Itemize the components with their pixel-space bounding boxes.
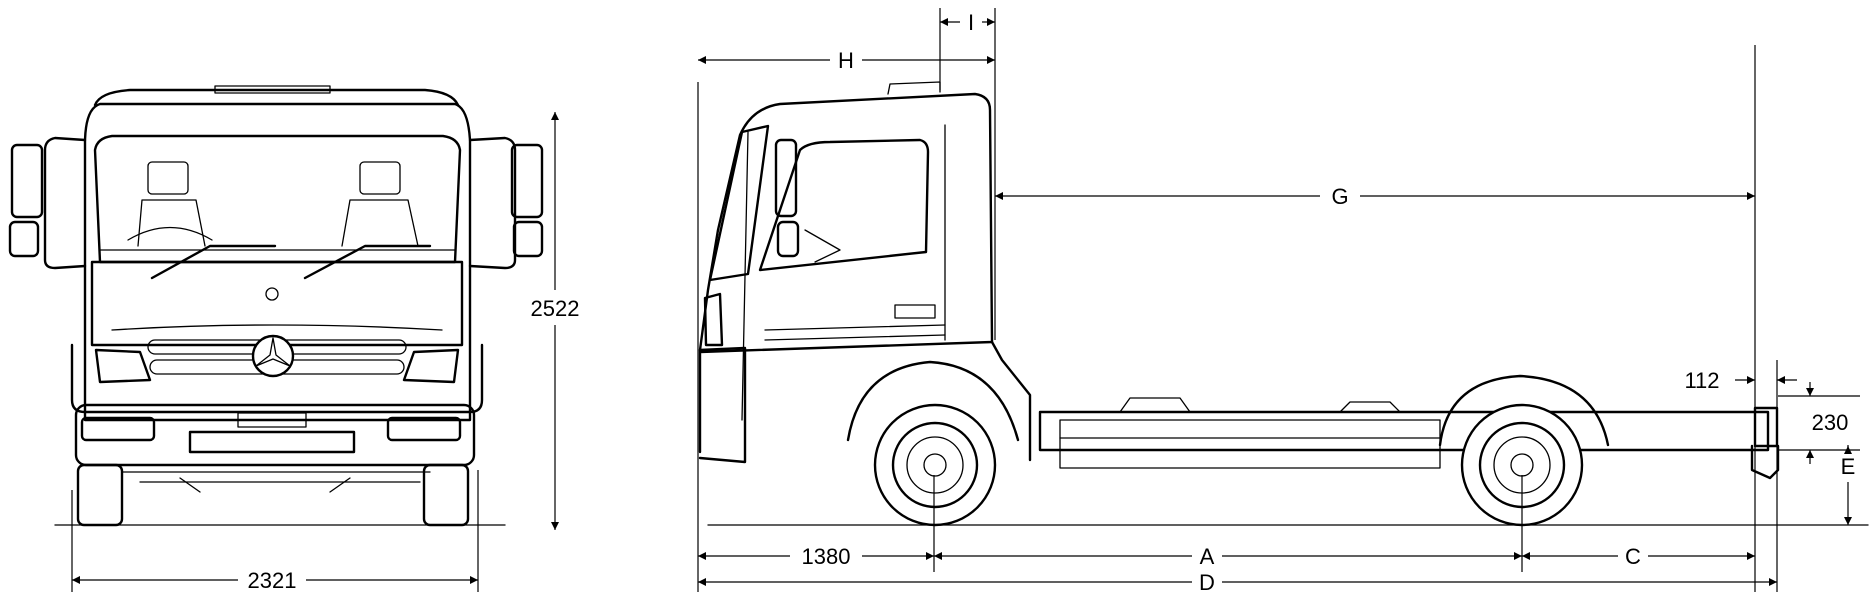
side-rear-fender	[1438, 374, 1610, 447]
side-front-fender	[846, 360, 1020, 442]
side-chassis-frame	[1038, 410, 1770, 452]
front-headlight-right	[402, 348, 460, 384]
front-license-plate	[188, 430, 356, 454]
side-rear-light	[1753, 406, 1779, 448]
side-door-handle	[894, 304, 936, 319]
side-view: I H G 1380 A C D 112 230	[697, 8, 1869, 595]
dim-cab-gap-label: I	[968, 10, 974, 35]
front-roof	[93, 88, 460, 107]
side-mirror-lower	[776, 220, 800, 258]
side-underride-guard	[1750, 444, 1780, 480]
side-front-windshield	[708, 124, 770, 282]
front-view: 2321 2522	[8, 85, 580, 593]
side-front-bumper	[698, 346, 747, 464]
dim-frame-height-label: E	[1841, 454, 1856, 479]
front-foglight-right	[386, 416, 462, 442]
side-door-front-edge	[741, 131, 749, 421]
front-bumper-top	[70, 343, 484, 414]
side-steering-wheel	[804, 229, 841, 263]
front-mirror-right	[468, 136, 544, 270]
front-suspension	[179, 477, 351, 493]
side-fuel-tank	[1059, 419, 1441, 469]
front-grille-panel	[90, 260, 464, 347]
side-headlight	[703, 292, 724, 347]
dim-overall-length-label: D	[1199, 570, 1215, 595]
dim-wheelbase-label: A	[1200, 544, 1215, 569]
front-grille-top	[111, 324, 443, 331]
side-window	[758, 138, 930, 272]
mercedes-star-icon	[251, 334, 295, 378]
dim-frame-depth-label: 230	[1812, 410, 1849, 435]
dim-front-overhang-label: 1380	[802, 544, 851, 569]
side-frame-brackets	[1119, 397, 1401, 413]
front-seats	[127, 161, 419, 247]
side-mirror-upper	[774, 138, 798, 218]
dim-front-width-label: 2321	[248, 568, 297, 593]
dim-rear-overhang-label: C	[1625, 544, 1641, 569]
front-plate-holder	[237, 412, 307, 428]
front-mirror-left	[8, 136, 87, 270]
front-roof-rail	[214, 85, 331, 94]
side-roof-marker	[887, 81, 941, 95]
dim-body-length-label: G	[1331, 184, 1348, 209]
front-axle	[121, 471, 431, 483]
front-foglight-left	[80, 416, 156, 442]
side-cab-body	[698, 92, 994, 454]
side-cab-rear-lower	[990, 340, 1032, 462]
front-tire-right	[422, 463, 470, 527]
front-headlight-left	[94, 348, 152, 384]
front-tire-left	[76, 463, 124, 527]
dim-cab-length-label: H	[838, 48, 854, 73]
front-wiper-left	[150, 244, 277, 280]
dim-frame-end-offset-label: 112	[1684, 368, 1719, 393]
front-wiper-right	[303, 244, 432, 280]
front-bumper	[74, 403, 476, 467]
front-windshield	[93, 134, 462, 264]
front-emblem-small	[265, 287, 279, 301]
side-front-wheel	[873, 403, 997, 527]
side-door-crease	[764, 324, 946, 341]
dim-front-height-label: 2522	[531, 296, 580, 321]
